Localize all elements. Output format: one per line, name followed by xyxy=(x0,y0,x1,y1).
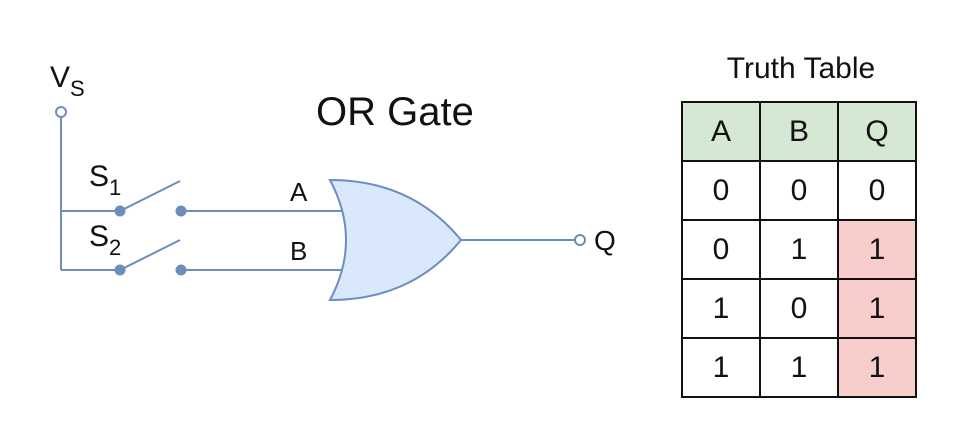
table-cell: 1 xyxy=(837,337,917,398)
table-cell: 1 xyxy=(681,278,761,339)
table-cell: 0 xyxy=(759,278,839,339)
table-cell: 1 xyxy=(837,219,917,280)
wires xyxy=(60,116,575,271)
table-cell: 0 xyxy=(837,160,917,221)
supply-label: VS xyxy=(50,61,85,101)
table-row: 0 0 0 xyxy=(681,160,917,221)
header-cell-b: B xyxy=(759,101,839,162)
truth-table: A B Q 0 0 0 0 1 1 1 0 1 1 1 1 xyxy=(681,101,917,398)
diagram-title: OR Gate xyxy=(316,90,474,134)
or-gate-symbol xyxy=(328,178,463,302)
switch1-pivot xyxy=(114,205,126,217)
table-cell: 1 xyxy=(759,219,839,280)
table-cell: 1 xyxy=(681,337,761,398)
input-a-label: A xyxy=(290,177,308,207)
supply-terminal xyxy=(55,106,67,118)
switch1-blade xyxy=(119,180,181,212)
input-b-label: B xyxy=(290,236,307,266)
table-row: 1 0 1 xyxy=(681,278,917,339)
table-cell: 1 xyxy=(837,278,917,339)
truth-table-header-row: A B Q xyxy=(681,101,917,162)
output-terminal xyxy=(574,234,586,246)
header-cell-a: A xyxy=(681,101,761,162)
switch1-label: S1 xyxy=(89,160,121,200)
table-cell: 0 xyxy=(681,160,761,221)
switch2-label: S2 xyxy=(89,220,121,260)
truth-table-title: Truth Table xyxy=(726,52,876,85)
table-row: 0 1 1 xyxy=(681,219,917,280)
switch2-blade xyxy=(119,239,181,271)
switch1-contact xyxy=(175,205,187,217)
switch2-pivot xyxy=(114,264,126,276)
switch2-contact xyxy=(175,264,187,276)
table-cell: 0 xyxy=(759,160,839,221)
header-cell-q: Q xyxy=(837,101,917,162)
table-row: 1 1 1 xyxy=(681,337,917,398)
table-cell: 0 xyxy=(681,219,761,280)
output-label: Q xyxy=(594,225,616,256)
table-cell: 1 xyxy=(759,337,839,398)
